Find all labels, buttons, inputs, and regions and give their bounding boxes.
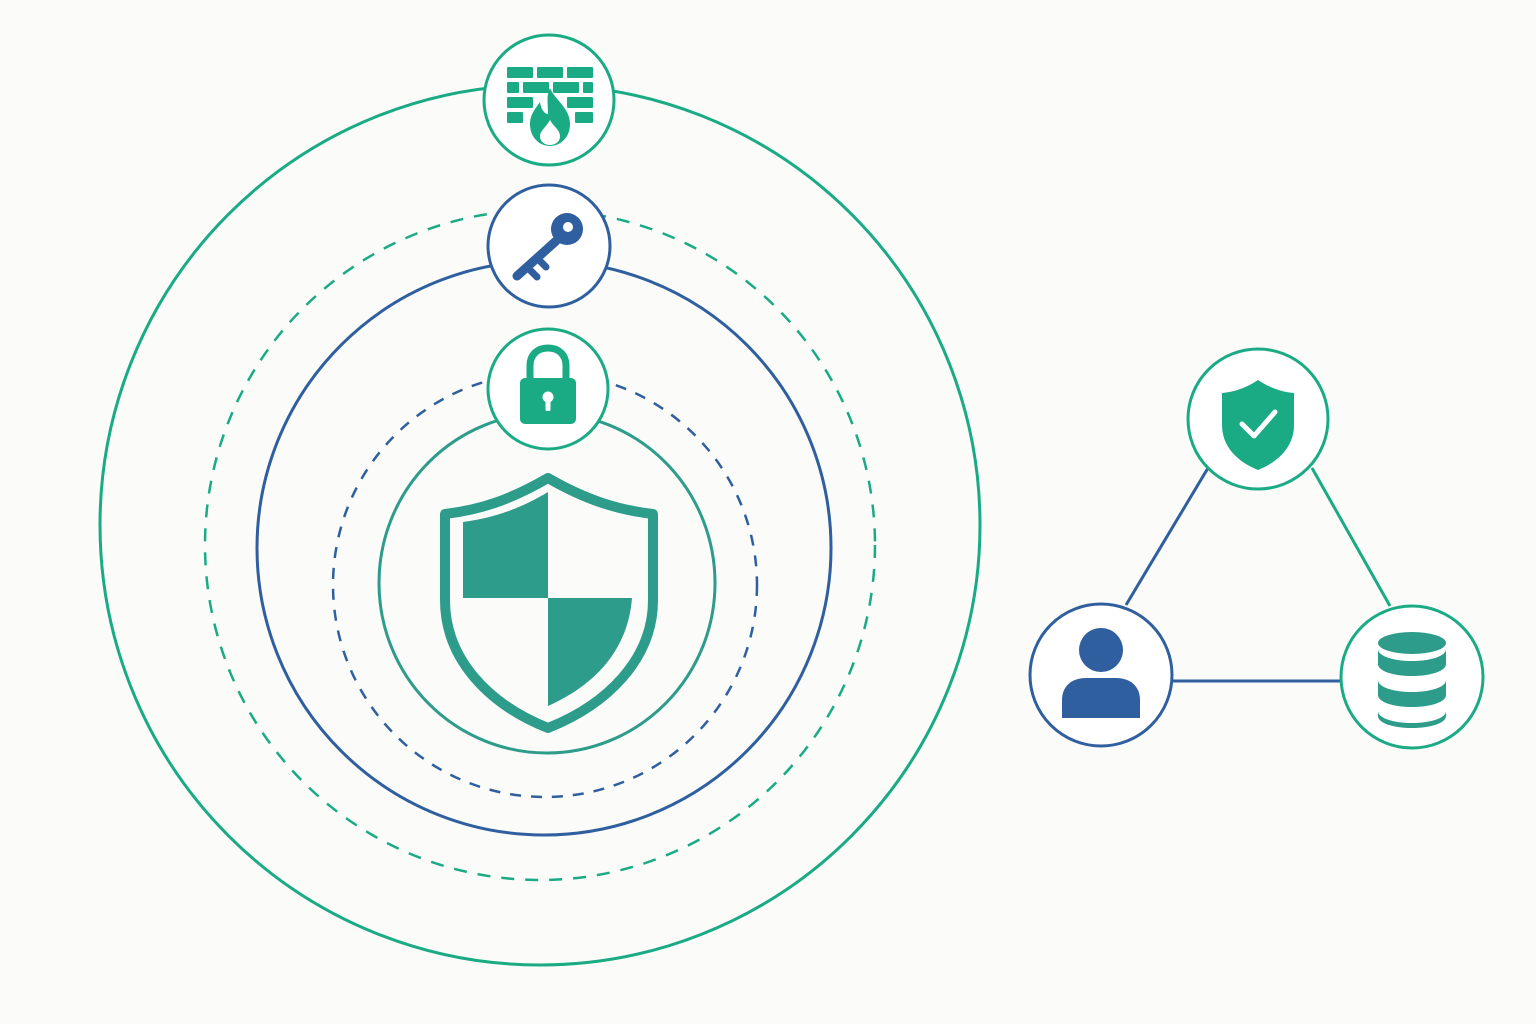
firewall-icon xyxy=(507,67,593,146)
padlock-icon xyxy=(520,344,576,424)
shield-check-icon xyxy=(1222,380,1294,470)
edge-shield-user xyxy=(1124,467,1210,606)
defense-in-depth-diagram xyxy=(98,33,982,967)
shield-icon xyxy=(440,473,658,733)
key-icon xyxy=(512,213,583,281)
trust-triangle-diagram xyxy=(1028,347,1485,750)
user-icon xyxy=(1062,628,1140,718)
key-node xyxy=(486,183,612,309)
padlock-node xyxy=(486,327,610,451)
database-node xyxy=(1339,604,1485,750)
edge-shield-database xyxy=(1310,467,1392,607)
database-icon xyxy=(1378,632,1446,728)
outer-dashed-ring xyxy=(203,208,877,882)
inner-dashed-ring xyxy=(331,371,759,799)
shield-check-node xyxy=(1186,347,1330,491)
user-node xyxy=(1028,602,1174,748)
firewall-node xyxy=(482,33,616,167)
